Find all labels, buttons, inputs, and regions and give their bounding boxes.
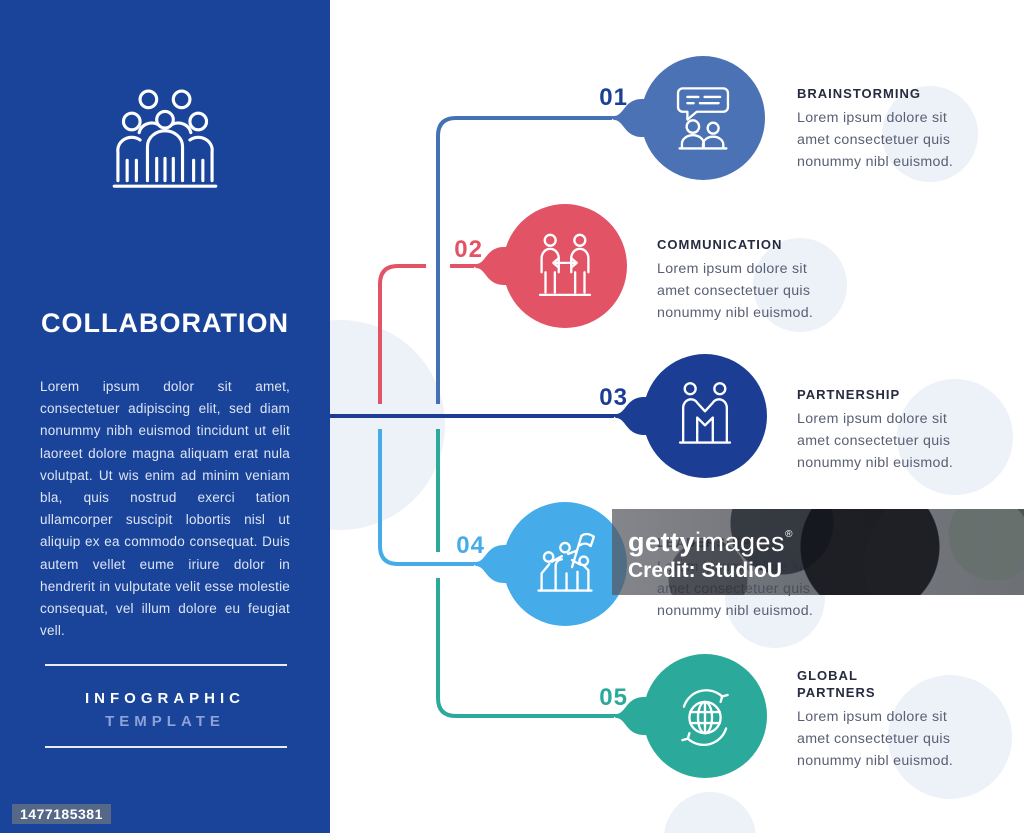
- step-description: Lorem ipsum dolore sit amet consectetuer …: [797, 706, 953, 772]
- step-description-line: Lorem ipsum dolore sit: [657, 261, 808, 277]
- step-description: Lorem ipsum dolore sit amet consectetuer …: [657, 258, 813, 324]
- footer-line-1: INFOGRAPHIC: [85, 690, 245, 707]
- registered-mark: ®: [785, 529, 793, 540]
- connector-line-04: [378, 429, 474, 566]
- step-circle-01: [641, 56, 765, 180]
- connector-line-01: [436, 116, 612, 404]
- step-description-line: nonummy nibl euismod.: [797, 753, 954, 769]
- divider-bottom: [45, 746, 287, 748]
- step-number-04: 04: [456, 532, 485, 559]
- getty-brand-light: images: [695, 527, 786, 557]
- step-number-05: 05: [599, 684, 628, 711]
- step-title-line: PARTNERSHIP: [797, 387, 901, 402]
- step-description-line: nonummy nibl euismod.: [657, 305, 814, 321]
- step-description-line: amet consectetuer quis: [797, 731, 951, 747]
- step-description-line: Lorem ipsum dolore sit: [797, 709, 948, 725]
- step-text-03: PARTNERSHIP Lorem ipsum dolore sit amet co…: [797, 386, 953, 474]
- step-number-03: 03: [599, 384, 628, 411]
- step-title-line: GLOBAL: [797, 668, 858, 683]
- getty-brand-bold: getty: [628, 527, 696, 557]
- step-title: COMMUNICATION: [657, 236, 813, 253]
- step-description-line: nonummy nibl euismod.: [797, 154, 954, 170]
- decor-circle: [897, 379, 1013, 495]
- image-id-badge: 1477185381: [12, 804, 111, 824]
- step-circle-03: [643, 354, 767, 478]
- step-title: BRAINSTORMING: [797, 85, 953, 102]
- step-description-line: nonummy nibl euismod.: [657, 603, 814, 619]
- people-exchange-arrows-icon: [526, 227, 604, 305]
- step-title: PARTNERSHIP: [797, 386, 953, 403]
- step-description-line: amet consectetuer quis: [797, 433, 951, 449]
- step-title-line: BRAINSTORMING: [797, 86, 921, 101]
- globe-arrows-icon: [666, 677, 744, 755]
- step-title-line: PARTNERS: [797, 685, 876, 700]
- step-description-line: Lorem ipsum dolore sit: [797, 411, 948, 427]
- speech-bubble-people-icon: [664, 79, 742, 157]
- sidebar: COLLABORATION Lorem ipsum dolor sit amet…: [0, 0, 330, 833]
- team-group-icon: [105, 84, 225, 196]
- decor-circle: [888, 675, 1012, 799]
- connector-line-02: [378, 264, 474, 404]
- step-circle-04: [503, 502, 627, 626]
- step-description: Lorem ipsum dolore sit amet consectetuer …: [797, 107, 953, 173]
- step-description-line: nonummy nibl euismod.: [797, 455, 954, 471]
- page-title: COLLABORATION: [41, 308, 289, 338]
- step-description-line: amet consectetuer quis: [797, 132, 951, 148]
- step-description-line: Lorem ipsum dolore sit: [797, 110, 948, 126]
- credit-text: Credit: StudioU: [628, 559, 782, 582]
- step-title-line: COMMUNICATION: [657, 237, 783, 252]
- team-flag-success-icon: [526, 525, 604, 603]
- divider-top: [45, 664, 287, 666]
- connector-line-05: [436, 429, 614, 718]
- step-text-01: BRAINSTORMING Lorem ipsum dolore sit amet …: [797, 85, 953, 173]
- decor-circle: [753, 238, 847, 332]
- handshake-people-icon: [666, 377, 744, 455]
- step-circle-02: [503, 204, 627, 328]
- getty-brand-text: gettyimages®: [628, 527, 793, 558]
- decor-circle: [882, 86, 978, 182]
- step-text-05: GLOBAL PARTNERS Lorem ipsum dolore sit amet…: [797, 667, 953, 772]
- footer-line-2: TEMPLATE: [105, 713, 225, 730]
- step-title: GLOBAL PARTNERS: [797, 667, 953, 701]
- step-text-02: COMMUNICATION Lorem ipsum dolore sit amet …: [657, 236, 813, 324]
- getty-watermark: gettyimages® Credit: StudioU: [612, 509, 1024, 595]
- step-circle-05: [643, 654, 767, 778]
- step-description: Lorem ipsum dolore sit amet consectetuer …: [797, 408, 953, 474]
- intro-paragraph: Lorem ipsum dolor sit amet, consectetuer…: [40, 379, 290, 639]
- step-number-01: 01: [599, 84, 628, 111]
- step-number-02: 02: [454, 236, 483, 263]
- step-description-line: amet consectetuer quis: [657, 283, 811, 299]
